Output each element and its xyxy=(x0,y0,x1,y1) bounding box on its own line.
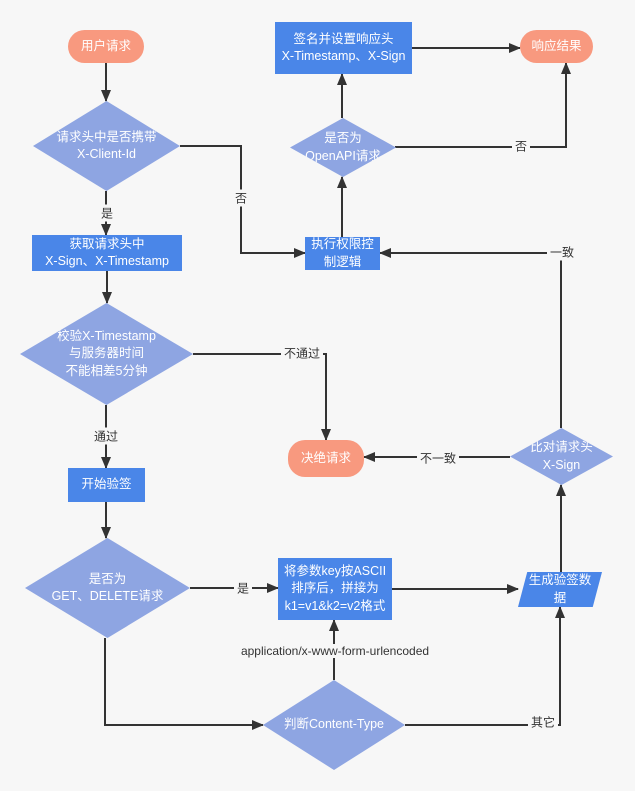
edge-label-other: 其它 xyxy=(527,713,559,731)
node-is-openapi-label: 是否为 OpenAPI请求 xyxy=(305,131,381,163)
edge-label-no-client-id: 否 xyxy=(231,189,251,207)
edge-comparesign-match-to-permission xyxy=(379,248,562,428)
node-sort-params-label: 将参数key按ASCII 排序后，拼接为 k1=v1&k2=v2格式 xyxy=(283,564,387,613)
node-start-verify-label: 开始验签 xyxy=(81,477,132,492)
node-exec-permission-label: 执行权限控 制逻辑 xyxy=(311,237,374,269)
node-gen-verify-data-label: 生成验签数 据 xyxy=(528,573,592,605)
node-get-headers: 获取请求头中 X-Sign、X-Timestamp xyxy=(32,235,182,271)
edge-contenttype-other-to-gendata xyxy=(405,606,565,726)
edge-label-ts-fail: 不通过 xyxy=(280,344,324,362)
edge-label-yes-get-delete: 是 xyxy=(233,579,253,597)
node-start-verify: 开始验签 xyxy=(68,468,145,502)
node-get-headers-label: 获取请求头中 X-Sign、X-Timestamp xyxy=(45,236,169,268)
node-user-request: 用户请求 xyxy=(68,30,144,63)
node-user-request-label: 用户请求 xyxy=(80,38,131,53)
edge-label-sign-mismatch: 不一致 xyxy=(416,449,460,467)
edge-label-ts-pass: 通过 xyxy=(90,427,122,445)
node-check-timestamp-label: 校验X-Timestamp 与服务器时间 不能相差5分钟 xyxy=(57,329,156,378)
node-response-result: 响应结果 xyxy=(520,30,593,63)
node-response-result-label: 响应结果 xyxy=(531,38,582,53)
node-gen-verify-data: 生成验签数 据 xyxy=(518,572,602,607)
edge-label-not-openapi: 否 xyxy=(511,137,531,155)
edge-label-sign-match: 一致 xyxy=(546,243,578,261)
node-is-get-delete-label: 是否为 GET、DELETE请求 xyxy=(51,571,164,603)
edge-isopenapi-no-to-response xyxy=(395,62,571,148)
node-reject-request-label: 决绝请求 xyxy=(300,450,351,465)
node-sort-params: 将参数key按ASCII 排序后，拼接为 k1=v1&k2=v2格式 xyxy=(278,558,392,620)
edge-label-form-urlencoded: application/x-www-form-urlencoded xyxy=(237,644,433,658)
edge-label-yes-client-id: 是 xyxy=(97,204,117,222)
node-reject-request: 决绝请求 xyxy=(288,440,364,477)
node-sign-headers-label: 签名并设置响应头 X-Timestamp、X-Sign xyxy=(281,31,406,63)
edge-checkts-fail-to-reject xyxy=(193,353,331,441)
node-compare-sign-label: 比对请求头 X-Sign xyxy=(530,440,593,472)
node-exec-permission: 执行权限控 制逻辑 xyxy=(305,237,380,270)
node-sign-headers: 签名并设置响应头 X-Timestamp、X-Sign xyxy=(275,22,412,74)
edge-getdelete-to-contenttype xyxy=(104,638,264,730)
node-check-client-id-label: 请求头中是否携带 X-Client-Id xyxy=(56,129,157,161)
node-judge-content-type-label: 判断Content-Type xyxy=(283,717,385,732)
